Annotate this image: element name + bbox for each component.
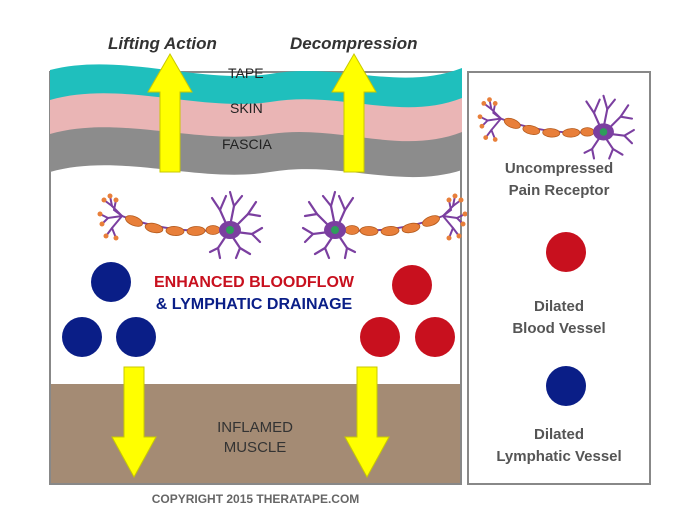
legend-blood-vessel-icon	[546, 232, 586, 272]
legend-pain-receptor-label: Uncompressed Pain Receptor	[504, 160, 614, 199]
lymphatic-vessel-icon	[91, 262, 131, 302]
decompression-label: Decompression	[290, 34, 418, 53]
lymphatic-vessel-icon	[62, 317, 102, 357]
legend-lymphatic-vessel-label: Dilated Lymphatic Vessel	[496, 426, 622, 465]
blood-vessel-icon	[415, 317, 455, 357]
legend-blood-vessel-label: Dilated Blood Vessel	[512, 298, 606, 337]
legend-panel	[467, 71, 651, 485]
lifting-action-label: Lifting Action	[108, 34, 217, 53]
fascia-label: FASCIA	[222, 136, 272, 152]
inflamed-muscle-label: INFLAMED MUSCLE	[217, 419, 293, 456]
tape-label: TAPE	[228, 65, 264, 81]
blood-vessel-icon	[360, 317, 400, 357]
bloodflow-label: ENHANCED BLOODFLOW	[154, 274, 354, 291]
muscle-layer	[51, 384, 460, 483]
blood-vessel-icon	[392, 265, 432, 305]
drainage-label: & LYMPHATIC DRAINAGE	[155, 296, 353, 313]
skin-label: SKIN	[230, 100, 263, 116]
lymphatic-vessel-icon	[116, 317, 156, 357]
copyright-text: COPYRIGHT 2015 THERATAPE.COM	[151, 492, 360, 506]
legend-lymphatic-vessel-icon	[546, 366, 586, 406]
